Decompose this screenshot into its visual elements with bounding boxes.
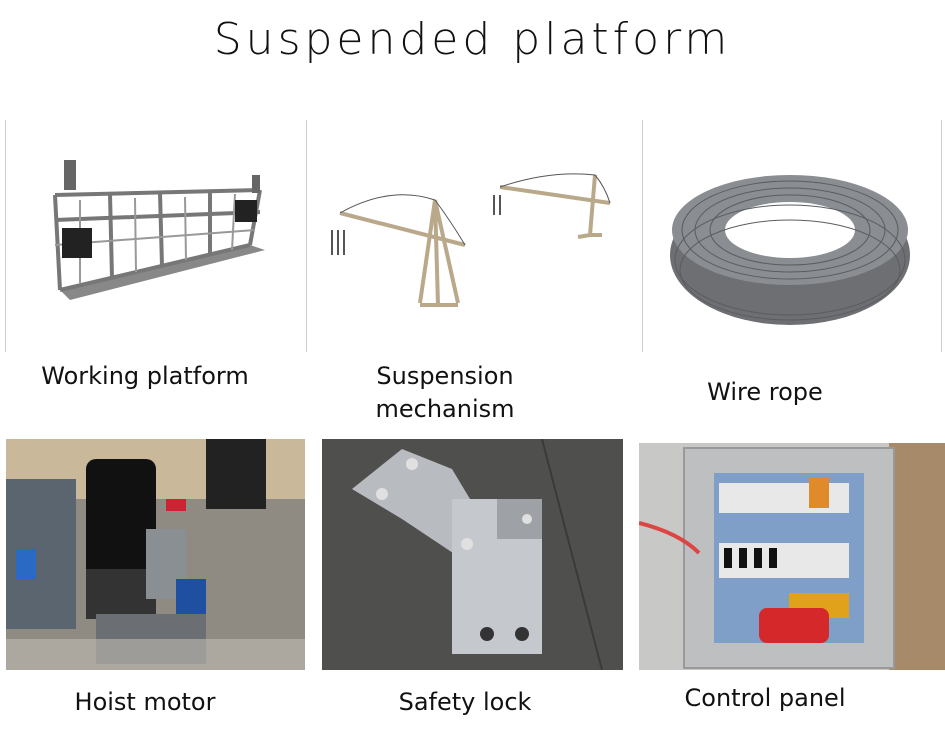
- caption-line: mechanism: [375, 395, 515, 423]
- divider: [642, 120, 643, 352]
- safety-lock-image: [322, 439, 623, 670]
- control-panel-image: [639, 443, 945, 670]
- caption-control-panel: Control panel: [684, 684, 846, 712]
- divider: [306, 120, 307, 352]
- caption-line: Suspension: [376, 362, 514, 390]
- page-title: Suspended platform: [213, 14, 732, 65]
- working-platform-image: [40, 150, 275, 320]
- divider: [5, 120, 6, 352]
- caption-suspension-mechanism: Suspension mechanism: [330, 360, 560, 426]
- suspension-mechanism-image: [320, 165, 620, 315]
- caption-working-platform: Working platform: [41, 362, 249, 390]
- wire-rope-image: [660, 160, 920, 330]
- caption-safety-lock: Safety lock: [398, 688, 532, 716]
- hoist-motor-image: [6, 439, 305, 670]
- caption-wire-rope: Wire rope: [707, 378, 823, 406]
- caption-hoist-motor: Hoist motor: [74, 688, 216, 716]
- divider: [941, 120, 942, 352]
